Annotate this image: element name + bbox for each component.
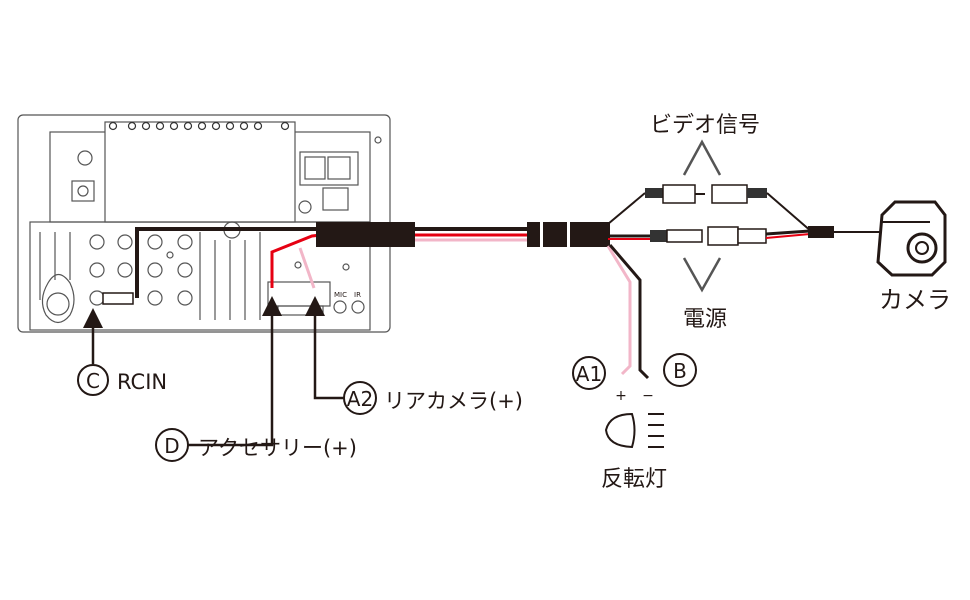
marker-a2: A2 [343, 381, 377, 415]
rcin-cable [102, 227, 330, 305]
video-signal-label: ビデオ信号 [650, 113, 760, 138]
pink-wire-reverse [606, 245, 632, 376]
power-dc-connectors [608, 226, 880, 246]
black-wire-reverse [608, 244, 650, 380]
svg-text:D: D [164, 434, 179, 458]
accessory-label: アクセサリー(+) [198, 436, 357, 460]
chevron-up-icon [682, 139, 722, 176]
head-unit [17, 114, 391, 333]
reverse-light-label: 反転灯 [601, 467, 667, 492]
marker-a1: A1 [572, 356, 606, 390]
harness [316, 222, 610, 247]
plus-sign: + [615, 388, 627, 404]
reverse-lamp-icon [604, 412, 664, 449]
minus-sign: − [642, 388, 654, 404]
ir-label: IR [354, 291, 361, 299]
chevron-down-icon [682, 257, 722, 293]
marker-b: B [663, 353, 697, 387]
camera-icon [876, 200, 947, 277]
mic-label: MIC [334, 291, 347, 299]
pink-wire-rear-camera [298, 247, 316, 289]
camera-label: カメラ [879, 286, 951, 314]
rcin-label: RCIN [117, 370, 167, 394]
svg-text:B: B [673, 359, 687, 383]
marker-c: C [77, 364, 109, 396]
power-label: 電源 [683, 307, 727, 332]
svg-text:A2: A2 [347, 387, 373, 411]
svg-text:C: C [86, 369, 100, 393]
svg-text:A1: A1 [576, 362, 602, 386]
rear-camera-label: リアカメラ(+) [384, 389, 523, 413]
video-rca-connectors [607, 184, 813, 233]
marker-d: D [155, 428, 189, 462]
